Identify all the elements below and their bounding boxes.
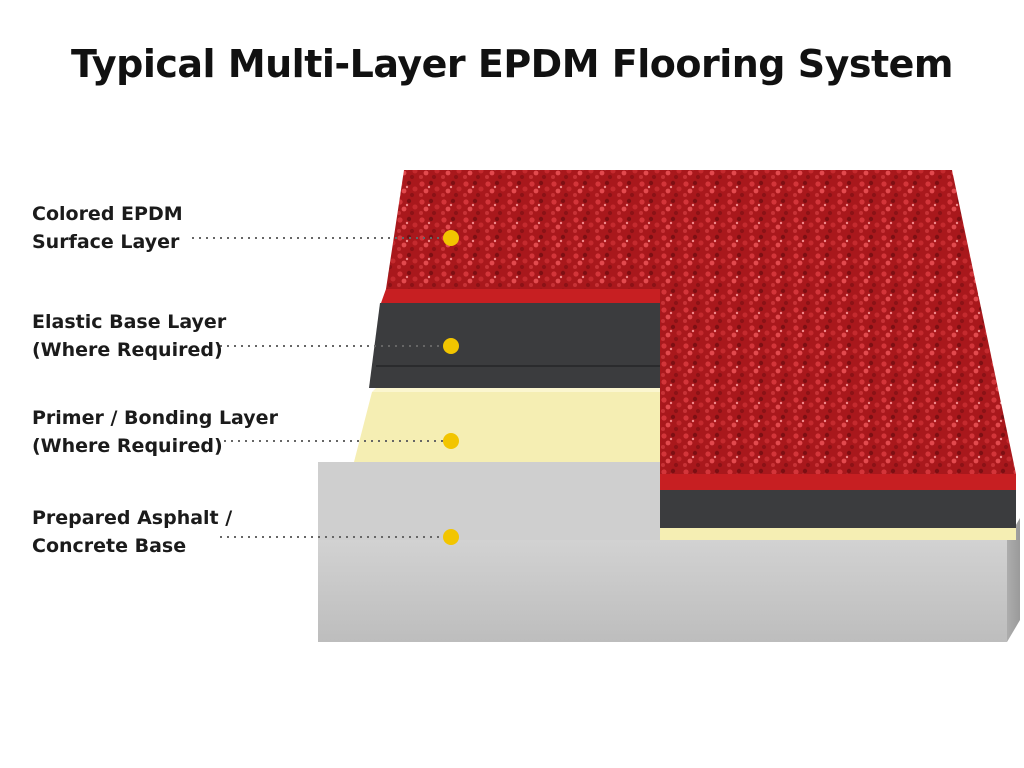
epdm-surface-edge-front xyxy=(660,474,1016,490)
marker-concrete-base xyxy=(443,529,459,545)
concrete-base-right-side xyxy=(1007,518,1020,642)
label-elastic-base-layer: Elastic Base Layer (Where Required) xyxy=(32,308,282,364)
primer-layer-top xyxy=(372,388,660,392)
epdm-surface-top xyxy=(386,170,1016,474)
label-line: Elastic Base Layer xyxy=(32,311,227,333)
concrete-base-front xyxy=(318,540,1007,642)
page-title: Typical Multi-Layer EPDM Flooring System xyxy=(70,42,954,86)
marker-primer xyxy=(443,433,459,449)
epdm-surface-edge-left xyxy=(381,289,660,303)
label-line: Concrete Base xyxy=(32,535,187,557)
label-primer-bonding-layer: Primer / Bonding Layer (Where Required) xyxy=(32,404,282,460)
marker-elastic-base xyxy=(443,338,459,354)
elastic-layer-front xyxy=(369,303,660,388)
label-line: Surface Layer xyxy=(32,231,180,253)
label-line: (Where Required) xyxy=(32,435,223,457)
primer-layer-front-right xyxy=(660,528,1016,540)
marker-epdm-surface xyxy=(443,230,459,246)
primer-layer-front xyxy=(354,392,660,462)
label-epdm-surface-layer: Colored EPDM Surface Layer xyxy=(32,200,282,256)
label-concrete-base: Prepared Asphalt / Concrete Base xyxy=(32,504,282,560)
elastic-layer-front-right xyxy=(660,490,1016,528)
label-line: Prepared Asphalt / xyxy=(32,507,233,529)
label-line: Primer / Bonding Layer xyxy=(32,407,278,429)
label-line: Colored EPDM xyxy=(32,203,183,225)
concrete-base-top xyxy=(318,462,660,540)
label-line: (Where Required) xyxy=(32,339,223,361)
